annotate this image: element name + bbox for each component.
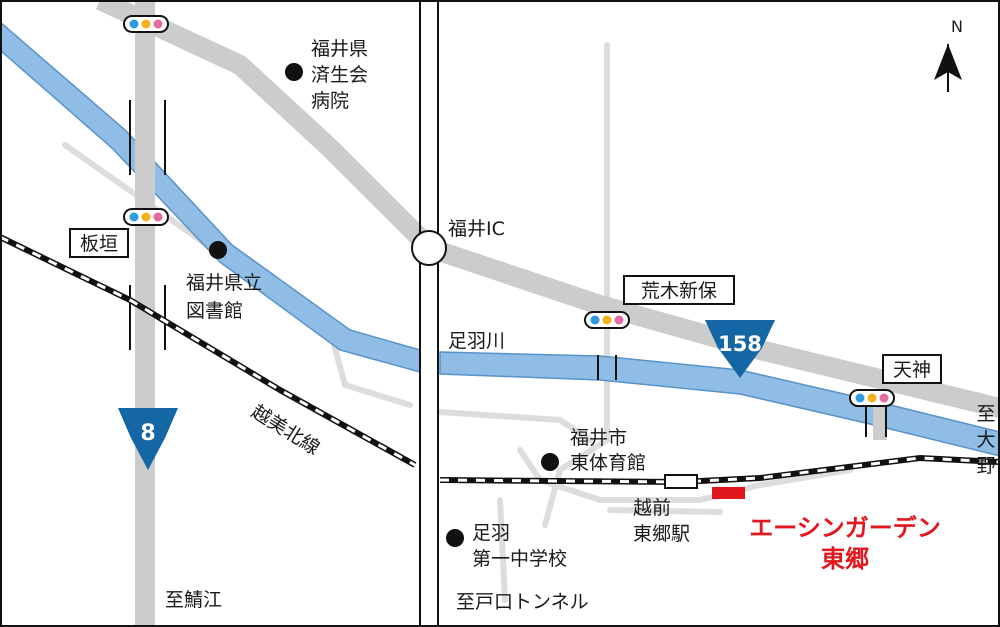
bridge-marks xyxy=(129,100,887,437)
landmark-dot-icon xyxy=(209,241,227,259)
to-sabae-label: 至鯖江 xyxy=(165,589,222,611)
traffic-signal-icon xyxy=(123,208,169,226)
destination-title-line2: 東郷 xyxy=(821,545,869,573)
traffic-signal-icon xyxy=(849,389,895,407)
landmark-dot-icon xyxy=(285,63,303,81)
river-label: 足羽川 xyxy=(448,330,505,352)
railway-etsumi-hoku-line xyxy=(0,234,1000,486)
landmark-saiseikai-label-1: 福井県 xyxy=(311,38,368,60)
landmark-dot-icon xyxy=(541,453,559,471)
north-arrow-icon: N xyxy=(934,17,963,92)
route-158-label: 158 xyxy=(718,332,762,356)
landmark-saiseikai-label-2: 済生会 xyxy=(311,64,368,86)
place-tenjin: 天神 xyxy=(882,354,942,384)
landmark-library-label-2: 図書館 xyxy=(186,300,243,322)
destination-title-line1: エーシンガーデン xyxy=(749,514,941,542)
station-label-2: 東郷駅 xyxy=(633,523,690,545)
landmark-library-label-1: 福井県立 xyxy=(186,272,262,294)
place-araki-shinbo: 荒木新保 xyxy=(623,275,735,305)
station-label-1: 越前 xyxy=(633,497,671,519)
to-ono-label-1: 至 xyxy=(976,403,995,425)
route-shield-icon: 158 xyxy=(705,320,775,378)
svg-text:天神: 天神 xyxy=(893,359,931,381)
fukui-ic-label: 福井IC xyxy=(448,218,505,240)
route-8-label: 8 xyxy=(140,421,155,446)
landmark-school-label-2: 第一中学校 xyxy=(472,548,567,570)
station-marker xyxy=(664,474,698,489)
north-label: N xyxy=(951,17,963,36)
landmark-gym-label-1: 福井市 xyxy=(570,427,627,449)
landmark-saiseikai-label-3: 病院 xyxy=(311,90,349,112)
svg-text:荒木新保: 荒木新保 xyxy=(641,280,717,302)
landmark-school-label-1: 足羽 xyxy=(472,522,510,544)
to-ono-label-3: 野 xyxy=(976,455,995,477)
traffic-signal-icon xyxy=(123,15,169,33)
route-shield-icon: 8 xyxy=(118,408,178,470)
interchange-icon xyxy=(411,230,447,266)
to-ono-label-2: 大 xyxy=(976,429,995,451)
place-itagaki: 板垣 xyxy=(69,228,129,258)
destination-marker xyxy=(712,487,745,499)
traffic-signal-icon xyxy=(584,311,630,329)
landmark-dot-icon xyxy=(446,529,464,547)
expressway xyxy=(419,0,439,627)
svg-text:板垣: 板垣 xyxy=(80,233,118,255)
to-tunnel-label: 至戸口トンネル xyxy=(456,591,589,613)
landmark-gym-label-2: 東体育館 xyxy=(570,452,646,474)
